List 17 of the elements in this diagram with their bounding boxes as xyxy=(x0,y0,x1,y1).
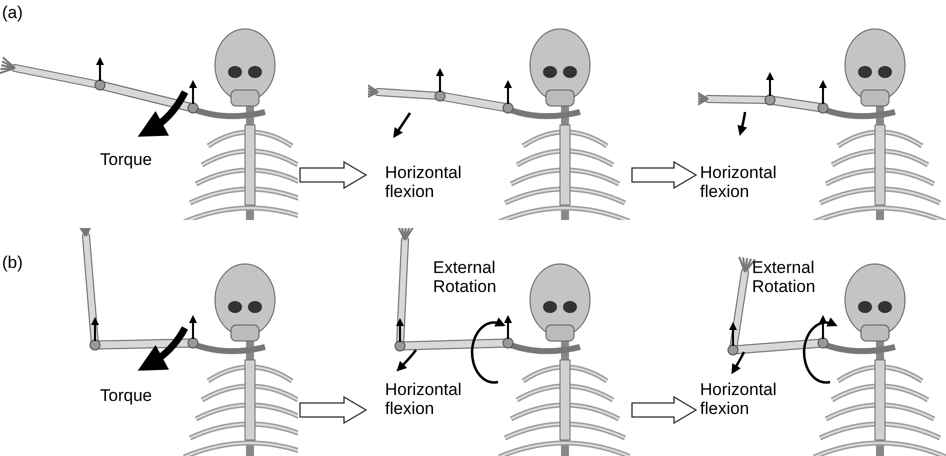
annotation-text: Torque xyxy=(100,150,153,170)
annotation-text: Horizontal flexion xyxy=(700,380,778,418)
skeleton-drawing xyxy=(368,28,630,220)
skeleton-drawing xyxy=(698,28,946,220)
hollow-arrow xyxy=(631,396,698,424)
annotation-text: Horizontal flexion xyxy=(385,380,463,418)
annotation-text: Horizontal flexion xyxy=(700,163,778,202)
panel-label: (a) xyxy=(2,3,24,22)
hollow-arrow xyxy=(299,396,368,424)
annotation-text: Torque xyxy=(100,386,153,406)
annotation-text: External Rotation xyxy=(433,258,498,296)
annotation-text: External Rotation xyxy=(752,258,816,296)
annotation-text: Horizontal flexion xyxy=(385,163,463,202)
hollow-arrow xyxy=(299,160,368,190)
panel-label: (b) xyxy=(2,253,24,272)
skeleton-drawing xyxy=(0,28,298,220)
hollow-arrow xyxy=(631,160,698,190)
